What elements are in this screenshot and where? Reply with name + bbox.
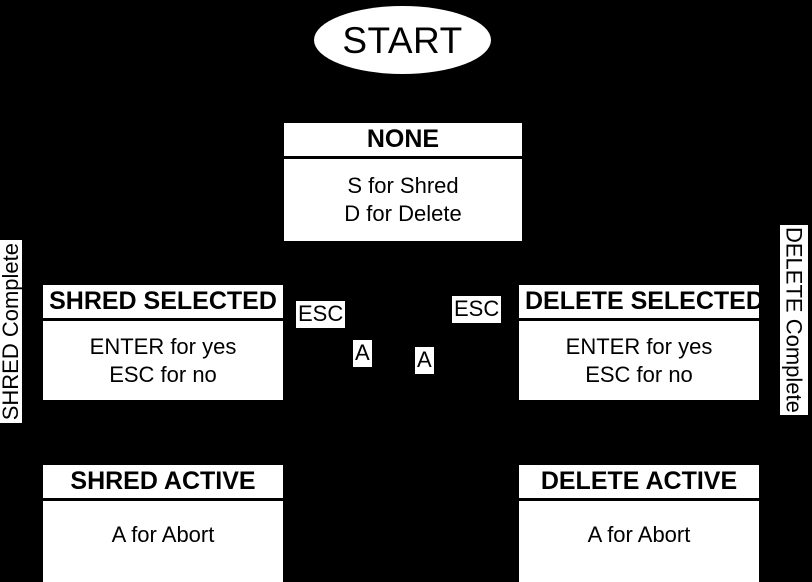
state-node-delete-active[interactable]: DELETE ACTIVE A for Abort: [519, 465, 759, 582]
state-title-none: NONE: [284, 123, 522, 159]
state-line-delete-selected-1: ESC for no: [585, 361, 693, 387]
state-body-delete-active: A for Abort: [519, 501, 759, 582]
state-line-shred-selected-0: ENTER for yes: [89, 333, 237, 359]
state-title-shred-selected: SHRED SELECTED: [43, 285, 283, 321]
state-node-delete-selected[interactable]: DELETE SELECTED ENTER for yes ESC for no: [519, 285, 764, 400]
transition-label-shred-selected-esc: ESC: [296, 301, 346, 328]
state-line-delete-selected-0: ENTER for yes: [565, 333, 713, 359]
state-title-delete-active: DELETE ACTIVE: [519, 465, 759, 501]
state-node-shred-selected[interactable]: SHRED SELECTED ENTER for yes ESC for no: [43, 285, 283, 400]
state-line-shred-selected-1: ESC for no: [109, 361, 217, 387]
state-body-shred-selected: ENTER for yes ESC for no: [43, 321, 283, 400]
connector-none-to-delete-selected: [637, 241, 640, 285]
transition-label-shred-complete: SHRED Complete: [0, 240, 23, 423]
transition-label-delete-active-abort: A: [415, 347, 434, 374]
connector-start-to-none: [401, 74, 404, 123]
state-line-none-0: S for Shred: [347, 173, 459, 199]
transition-label-shred-active-abort: A: [353, 340, 372, 367]
state-node-none[interactable]: NONE S for Shred D for Delete: [284, 123, 522, 241]
state-title-delete-selected: DELETE SELECTED: [519, 285, 764, 321]
state-line-delete-active-0: A for Abort: [587, 522, 691, 547]
connector-shred-selected-to-active: [160, 400, 163, 465]
state-body-delete-selected: ENTER for yes ESC for no: [519, 321, 759, 400]
transition-label-delete-selected-esc: ESC: [452, 296, 502, 323]
start-node[interactable]: START: [314, 6, 491, 74]
start-node-label: START: [342, 19, 463, 61]
connector-none-to-shred-selected: [160, 241, 163, 285]
state-node-shred-active[interactable]: SHRED ACTIVE A for Abort: [43, 465, 283, 582]
connector-delete-selected-to-active: [637, 400, 640, 465]
transition-label-delete-complete: DELETE Complete: [780, 225, 808, 415]
state-line-shred-active-0: A for Abort: [111, 522, 215, 547]
state-body-shred-active: A for Abort: [43, 501, 283, 582]
state-body-none: S for Shred D for Delete: [284, 159, 522, 241]
transition-label-shred-complete-text: SHRED Complete: [0, 242, 23, 421]
state-title-shred-active: SHRED ACTIVE: [43, 465, 283, 501]
state-line-none-1: D for Delete: [344, 201, 462, 226]
transition-label-delete-complete-text: DELETE Complete: [781, 227, 807, 413]
